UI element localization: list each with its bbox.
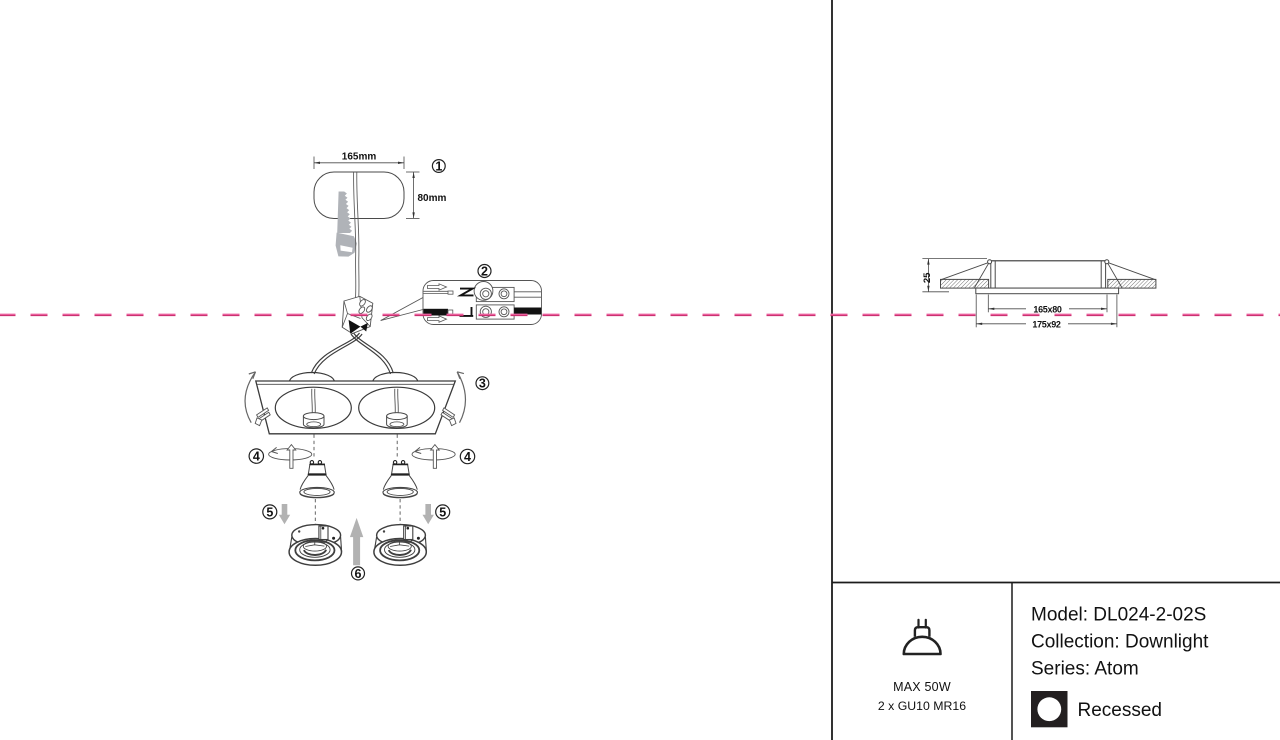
svg-text:Model: DL024-2-02S: Model: DL024-2-02S bbox=[1031, 605, 1206, 626]
svg-text:3: 3 bbox=[479, 377, 486, 391]
svg-text:165mm: 165mm bbox=[342, 152, 377, 163]
svg-text:4: 4 bbox=[253, 450, 260, 464]
svg-text:1: 1 bbox=[435, 159, 442, 173]
svg-text:2: 2 bbox=[481, 264, 488, 278]
svg-text:6: 6 bbox=[355, 567, 362, 581]
svg-text:5: 5 bbox=[439, 505, 446, 519]
svg-text:Collection: Downlight: Collection: Downlight bbox=[1031, 632, 1209, 653]
svg-text:25: 25 bbox=[922, 272, 933, 283]
svg-text:Recessed: Recessed bbox=[1078, 700, 1163, 721]
svg-text:4: 4 bbox=[464, 450, 471, 464]
svg-text:Series: Atom: Series: Atom bbox=[1031, 659, 1139, 680]
svg-text:5: 5 bbox=[266, 505, 273, 519]
svg-text:80mm: 80mm bbox=[418, 193, 447, 204]
svg-text:175x92: 175x92 bbox=[1032, 319, 1061, 329]
svg-text:2 x GU10 MR16: 2 x GU10 MR16 bbox=[878, 699, 966, 713]
svg-text:165x80: 165x80 bbox=[1033, 304, 1062, 314]
svg-text:MAX 50W: MAX 50W bbox=[893, 680, 951, 694]
